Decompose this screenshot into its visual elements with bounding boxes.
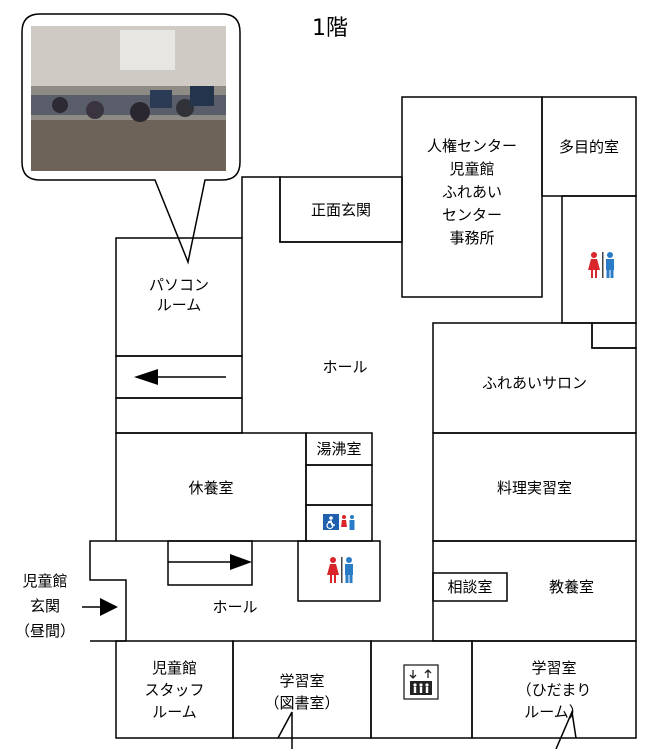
kettle-room-label: 湯沸室 [316, 440, 362, 458]
corridor-cell [115, 397, 243, 434]
pc-room-photo [31, 26, 226, 171]
photo-callout [21, 13, 241, 265]
rest-room-label: 休養室 [188, 479, 234, 497]
salon-walls [432, 322, 637, 433]
pc-room-label: パソコン ルーム [148, 276, 209, 314]
consult-room-label: 相談室 [447, 578, 493, 596]
restroom-icon [327, 557, 353, 583]
utility-cell [305, 464, 373, 506]
fureai-salon-label: ふれあいサロン [481, 374, 587, 392]
kids-entrance-arrow [82, 598, 118, 616]
hall-bottom-nook [167, 540, 253, 586]
right-arrow [168, 554, 252, 570]
elevator-icon [403, 664, 439, 700]
hall-bottom-label: ホール [212, 598, 258, 616]
accessible-restroom-icon [323, 514, 355, 530]
floor-title: 1階 [312, 16, 348, 41]
restroom-right-outline [561, 195, 637, 324]
study-hidamari-label: 学習室 （ひだまり ルーム） [516, 659, 592, 721]
hidamari-callout-tail [555, 709, 577, 749]
kids-entrance-label: 児童館 玄関 （昼間） [14, 572, 75, 640]
consult-outline [432, 572, 508, 602]
cooking-room-label: 料理実習室 [496, 479, 572, 497]
culture-room-label: 教養室 [548, 578, 594, 596]
left-arrow [134, 369, 226, 385]
staff-room-label: 児童館 スタッフ ルーム [144, 659, 205, 721]
study-library-label: 学習室 （図書室） [264, 672, 340, 712]
human-rights-center-label: 人権センター 児童館 ふれあい センター 事務所 [426, 137, 517, 247]
restroom-center-outline [297, 540, 381, 602]
library-callout-tail [277, 711, 293, 749]
study-hidamari-outline [471, 640, 637, 739]
restroom-icon [588, 252, 614, 278]
hall-top-label: ホール [322, 358, 368, 376]
multipurpose-room-label: 多目的室 [558, 138, 619, 156]
small-closet [591, 322, 637, 349]
human-rights-outline [401, 96, 543, 298]
entrance-label: 正面玄関 [310, 201, 371, 219]
lower-left-wall [89, 540, 127, 641]
